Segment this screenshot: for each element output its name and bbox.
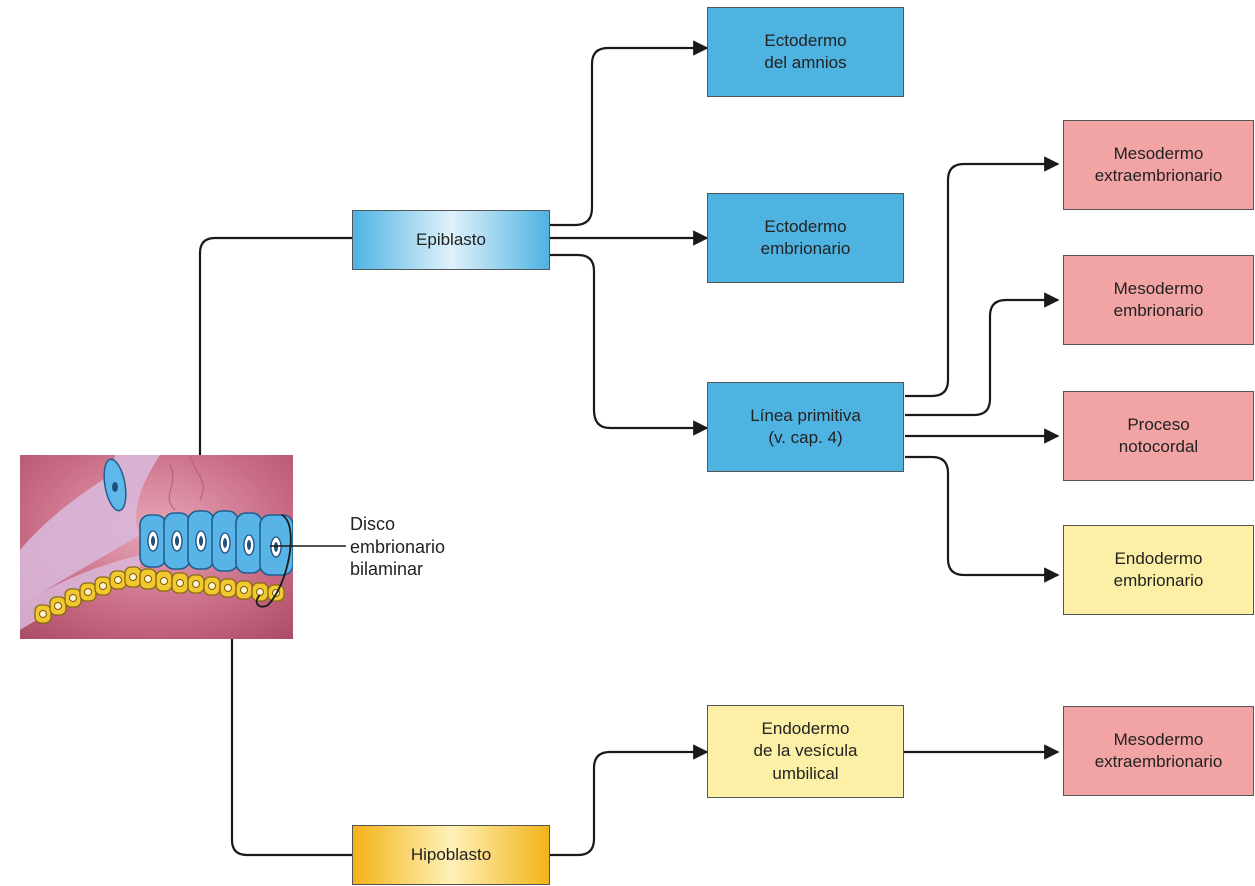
node-proceso-notocordal: Proceso notocordal [1063,391,1254,481]
node-endodermo-embrionario-line-2: embrionario [1113,571,1204,590]
connector-linea-mesoemb [905,292,1060,417]
node-mesodermo-extraembrionario-1: Mesodermo extraembrionario [1063,120,1254,210]
connector-linea-endoemb [905,455,1060,583]
node-ectodermo-amnios-line-1: Ectodermo [764,30,847,50]
node-mesodermo-extraembrionario-1-line-2: extraembrionario [1094,166,1223,185]
node-endodermo-vesicula-line-3: umbilical [772,763,839,783]
node-endodermo-vesicula-line-1: Endodermo [761,718,850,738]
node-linea-primitiva-line-1: Línea primitiva [750,405,861,425]
connector-hipoblasto-vesicula [550,744,709,857]
node-epiblasto-label: Epiblasto [416,229,486,249]
connector-epiblasto-linea [550,253,709,436]
node-linea-primitiva: Línea primitiva (v. cap. 4) [707,382,904,472]
node-mesodermo-extraembrionario-1-line-1: Mesodermo [1113,143,1204,163]
node-endodermo-vesicula-line-2: de la vesícula [753,741,858,761]
node-ectodermo-embrionario-line-2: embrionario [760,239,851,258]
node-mesodermo-embrionario-line-1: Mesodermo [1113,278,1204,298]
node-proceso-notocordal-line-2: notocordal [1118,437,1199,456]
node-mesodermo-embrionario-line-2: embrionario [1113,301,1204,320]
node-mesodermo-extraembrionario-2-line-1: Mesodermo [1113,729,1204,749]
node-linea-primitiva-line-2: (v. cap. 4) [768,428,843,447]
bilaminar-disc-illustration [20,455,293,639]
disc-label: Disco embrionario bilaminar [350,513,445,581]
connector-disc-hipoblasto [230,600,352,857]
node-mesodermo-extraembrionario-2-line-2: extraembrionario [1094,752,1223,771]
node-endodermo-embrionario-line-1: Endodermo [1114,548,1203,568]
node-hipoblasto: Hipoblasto [352,825,550,885]
node-ectodermo-amnios-line-2: del amnios [764,53,847,72]
disc-label-line-3: bilaminar [350,559,424,579]
node-ectodermo-embrionario-line-1: Ectodermo [764,216,847,236]
node-ectodermo-amnios: Ectodermo del amnios [707,7,904,97]
connector-epiblasto-amnios [550,40,709,227]
node-proceso-notocordal-line-1: Proceso [1127,414,1190,434]
connector-linea-mesoextra [905,156,1060,398]
disc-label-line-1: Disco [350,514,396,534]
connector-disc-epiblasto [198,236,352,530]
node-endodermo-embrionario: Endodermo embrionario [1063,525,1254,615]
node-ectodermo-embrionario: Ectodermo embrionario [707,193,904,283]
node-mesodermo-extraembrionario-2: Mesodermo extraembrionario [1063,706,1254,796]
node-hipoblasto-label: Hipoblasto [410,844,492,864]
node-mesodermo-embrionario: Mesodermo embrionario [1063,255,1254,345]
disc-label-pointer [270,545,346,547]
node-epiblasto: Epiblasto [352,210,550,270]
disc-label-line-2: embrionario [350,536,446,557]
node-endodermo-vesicula: Endodermo de la vesícula umbilical [707,705,904,798]
